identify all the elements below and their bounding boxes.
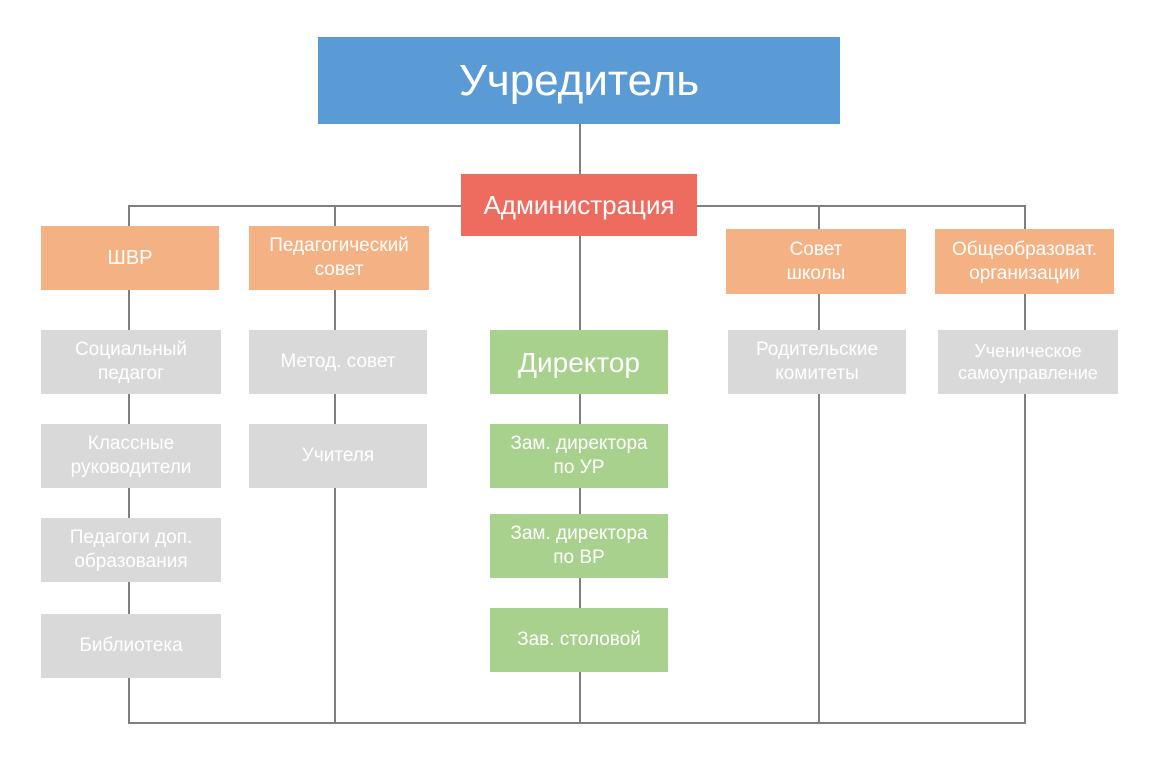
library-label: Библиотека	[79, 635, 183, 657]
class-teachers-box: Классные руководители	[41, 424, 221, 488]
parent-committees-box: Родительские комитеты	[728, 330, 906, 394]
method-council-label: Метод. совет	[280, 351, 396, 373]
ped-council-header-label: Педагогический совет	[269, 235, 409, 280]
class-teachers-label: Классные руководители	[70, 433, 192, 478]
student-government-label: Ученическое самоуправление	[958, 340, 1098, 384]
orgs-header-label: Общеобразоват. организации	[952, 238, 1097, 284]
shvr-header-label: ШВР	[107, 246, 153, 269]
school-council-header-box: Совет школы	[726, 229, 906, 294]
director-label: Директор	[518, 346, 640, 378]
deputy-ur-label: Зам. директора по УР	[510, 433, 648, 478]
extra-education-label: Педагоги доп. образования	[69, 527, 193, 572]
connector-founder-admin	[579, 124, 581, 174]
social-pedagogue-label: Социальный педагог	[74, 339, 188, 384]
student-government-box: Ученическое самоуправление	[938, 330, 1118, 394]
shvr-header-box: ШВР	[41, 226, 219, 290]
method-council-box: Метод. совет	[249, 330, 427, 394]
connector-orgs-vertical	[1024, 205, 1026, 724]
canteen-head-box: Зав. столовой	[490, 608, 668, 672]
deputy-ur-box: Зам. директора по УР	[490, 424, 668, 488]
library-box: Библиотека	[41, 614, 221, 678]
administration-box: Администрация	[461, 174, 697, 236]
deputy-vr-box: Зам. директора по ВР	[490, 514, 668, 578]
orgs-header-box: Общеобразоват. организации	[935, 229, 1114, 294]
director-box: Директор	[490, 330, 668, 394]
deputy-vr-label: Зам. директора по ВР	[510, 523, 648, 568]
ped-council-header-box: Педагогический совет	[249, 226, 429, 290]
parent-committees-label: Родительские комитеты	[755, 339, 879, 384]
connector-bottom-horizontal	[128, 722, 1026, 724]
canteen-head-label: Зав. столовой	[517, 629, 641, 651]
school-council-header-label: Совет школы	[786, 238, 846, 284]
founder-label: Учредитель	[458, 56, 700, 105]
founder-box: Учредитель	[318, 37, 840, 124]
teachers-box: Учителя	[249, 424, 427, 488]
social-pedagogue-box: Социальный педагог	[41, 330, 221, 394]
administration-label: Администрация	[483, 189, 675, 220]
teachers-label: Учителя	[301, 445, 375, 467]
extra-education-box: Педагоги доп. образования	[41, 518, 221, 582]
connector-school-council-vertical	[818, 205, 820, 724]
